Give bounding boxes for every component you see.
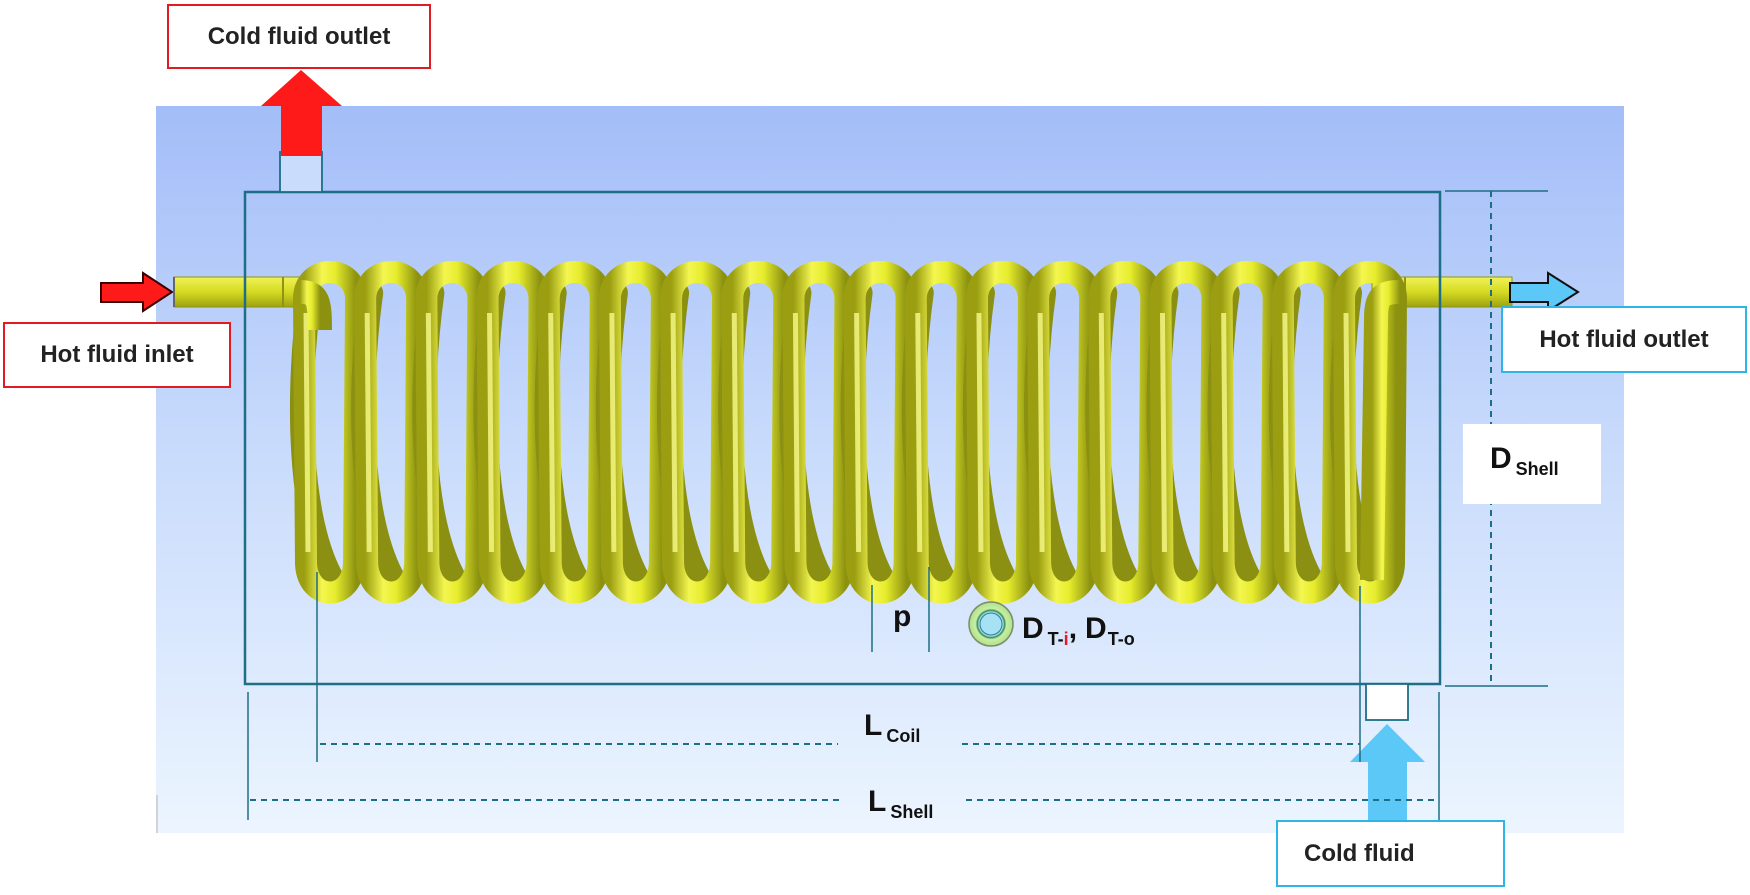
tube-outer-symbol: D: [1085, 612, 1107, 645]
coil-highlight: [915, 312, 923, 553]
shell: [243, 190, 1442, 686]
cold-inlet-nozzle: [1365, 683, 1409, 721]
coil-highlight: [854, 312, 862, 553]
hot-fluid-inlet-label: Hot fluid inlet: [3, 322, 231, 388]
tube-inner-symbol: D: [1022, 612, 1044, 645]
l-shell-symbol: L: [868, 785, 887, 818]
coil-highlight: [425, 312, 433, 553]
coil-outlet-elbow: [1360, 280, 1401, 581]
coil-highlight: [1159, 312, 1167, 553]
cold-outlet-nozzle: [279, 151, 323, 193]
pitch-label: p: [893, 600, 911, 634]
cold-outlet-arrow: [261, 70, 342, 156]
tube-separator: ,: [1068, 612, 1078, 645]
pitch-symbol: p: [893, 600, 912, 633]
hot-outlet-arrow: [1509, 271, 1580, 313]
hot-inlet-arrow: [100, 271, 174, 313]
coil-highlight: [792, 312, 800, 553]
coil-highlight: [1282, 312, 1290, 553]
coil-highlight: [609, 312, 617, 553]
l-coil-symbol: L: [864, 709, 883, 742]
helical-coil: [289, 261, 1408, 604]
l-shell-subscript: Shell: [890, 802, 934, 822]
tube-inner-sub-a: T-: [1047, 629, 1064, 649]
coil-highlight: [1221, 312, 1229, 553]
cold-inlet-arrow: [1350, 724, 1425, 822]
coil-turn: [1332, 261, 1408, 604]
cold-fluid-inlet-label: Cold fluid: [1276, 820, 1505, 887]
coil-highlight: [1037, 312, 1045, 553]
coil-highlight: [1098, 312, 1106, 553]
tube-outer-subscript: T-o: [1107, 629, 1135, 649]
coil-highlight: [731, 312, 739, 553]
cold-fluid-outlet-label: Cold fluid outlet: [167, 4, 431, 69]
coil-highlight: [1343, 312, 1351, 553]
coil-highlight: [487, 312, 495, 553]
coil-highlight: [670, 312, 678, 553]
coil-highlight: [548, 312, 556, 553]
hot-fluid-outlet-label: Hot fluid outlet: [1501, 306, 1747, 373]
l-coil-subscript: Coil: [886, 726, 921, 746]
coil-highlight: [364, 312, 372, 553]
tube-inner-sub-b: i: [1063, 629, 1069, 649]
d-shell-symbol: D: [1490, 442, 1512, 475]
coil-highlight: [976, 312, 984, 553]
d-shell-subscript: Shell: [1515, 459, 1559, 479]
coil-highlight: [303, 312, 311, 553]
coil-inlet-elbow: [299, 280, 332, 331]
